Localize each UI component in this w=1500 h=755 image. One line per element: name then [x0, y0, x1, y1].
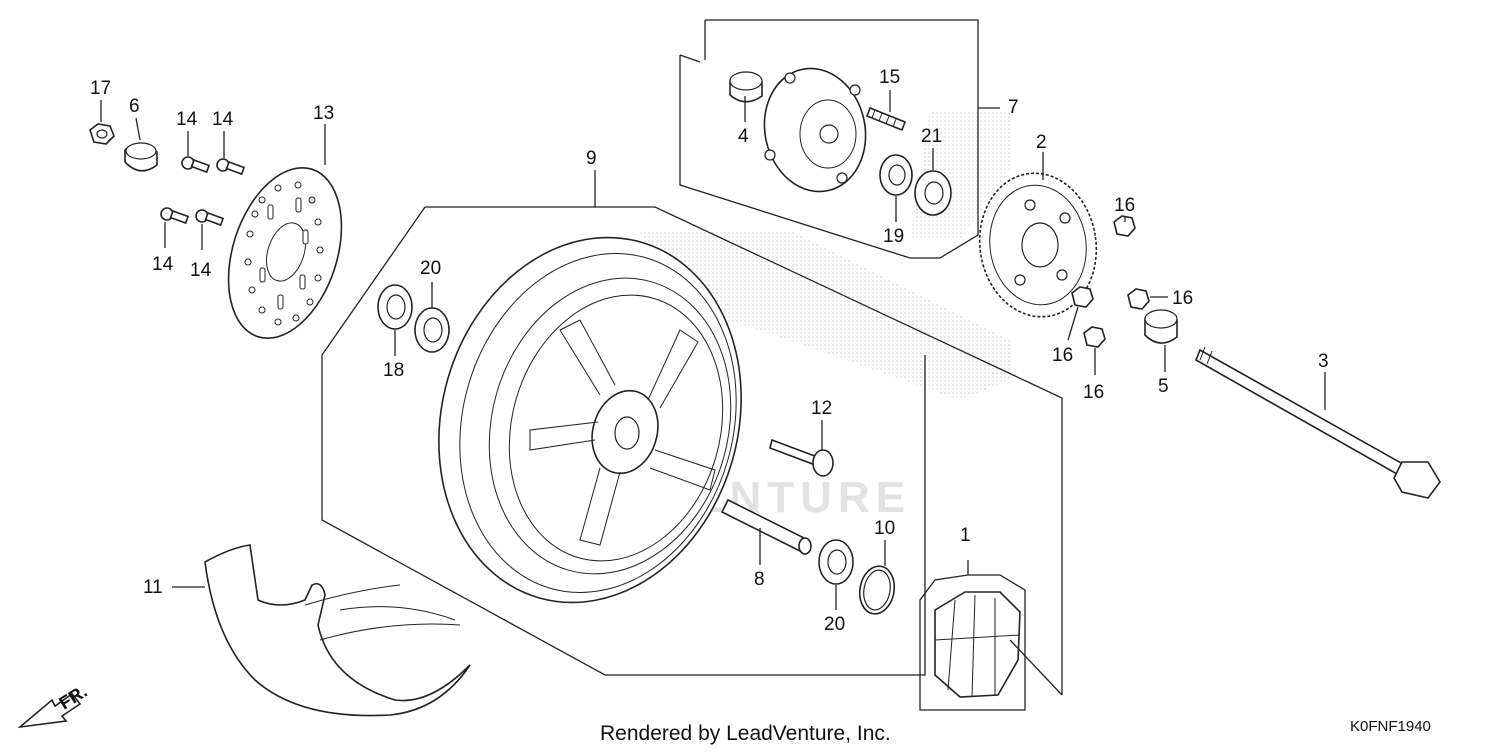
brake-disc [227, 166, 343, 340]
bearing-20-right [818, 539, 854, 610]
collar-4 [729, 71, 763, 103]
diagram-code: K0FNF1940 [1350, 718, 1431, 735]
callout-16-c: 16 [1052, 345, 1073, 366]
axle [1194, 346, 1441, 499]
damper-box [919, 560, 1026, 711]
stud-15 [865, 106, 907, 132]
o-ring-10 [858, 540, 896, 615]
callout-2: 2 [1036, 132, 1047, 153]
callout-5: 5 [1158, 376, 1169, 397]
bearing-18 [377, 284, 413, 330]
wheel-rim [438, 236, 742, 604]
callout-11: 11 [143, 577, 163, 598]
callout-16-a: 16 [1114, 195, 1135, 216]
shading-area [640, 230, 1010, 400]
collar-5 [1144, 309, 1178, 372]
callout-8: 8 [754, 569, 765, 590]
callout-16-b: 16 [1172, 288, 1193, 309]
leader-lines [100, 90, 1126, 356]
callouts: 1 2 3 4 5 6 7 8 9 10 11 12 13 14 14 14 1… [90, 67, 1329, 635]
nut-17 [89, 123, 115, 145]
callout-1: 1 [960, 525, 971, 546]
tire [172, 544, 471, 717]
callout-14-b: 14 [212, 109, 234, 130]
callout-7: 7 [1008, 97, 1019, 118]
callout-14-a: 14 [176, 109, 198, 130]
damper-1 [934, 591, 1063, 698]
bearing-20-left [414, 307, 450, 353]
callout-12: 12 [811, 398, 832, 419]
footer-credit: Rendered by LeadVenture, Inc. [600, 722, 891, 745]
callout-3: 3 [1318, 351, 1329, 372]
callout-16-d: 16 [1083, 382, 1104, 403]
callout-9: 9 [586, 148, 597, 169]
callout-13: 13 [313, 103, 334, 124]
hub-7 [763, 67, 867, 193]
callout-20-b: 20 [824, 614, 845, 635]
disc-bolts [160, 156, 246, 227]
callout-15: 15 [879, 67, 900, 88]
valve-12 [769, 420, 834, 477]
callout-21: 21 [921, 126, 942, 147]
front-arrow-icon: FR. [17, 681, 91, 729]
bearing-21 [914, 170, 952, 216]
collar-6 [124, 142, 158, 172]
callout-14-d: 14 [190, 260, 212, 281]
callout-6: 6 [129, 96, 140, 117]
callout-19: 19 [883, 226, 904, 247]
callout-17: 17 [90, 78, 111, 99]
sprocket [978, 172, 1098, 318]
callout-18: 18 [383, 360, 404, 381]
wheel-assembly-box [321, 170, 1063, 695]
spacer-8 [720, 498, 812, 565]
callout-4: 4 [738, 126, 749, 147]
callout-10: 10 [874, 518, 895, 539]
hub-assembly-box [679, 19, 1000, 259]
bearing-19 [879, 154, 913, 196]
sprocket-nuts [1067, 215, 1168, 375]
callout-20-a: 20 [420, 258, 441, 279]
callout-14-c: 14 [152, 254, 174, 275]
